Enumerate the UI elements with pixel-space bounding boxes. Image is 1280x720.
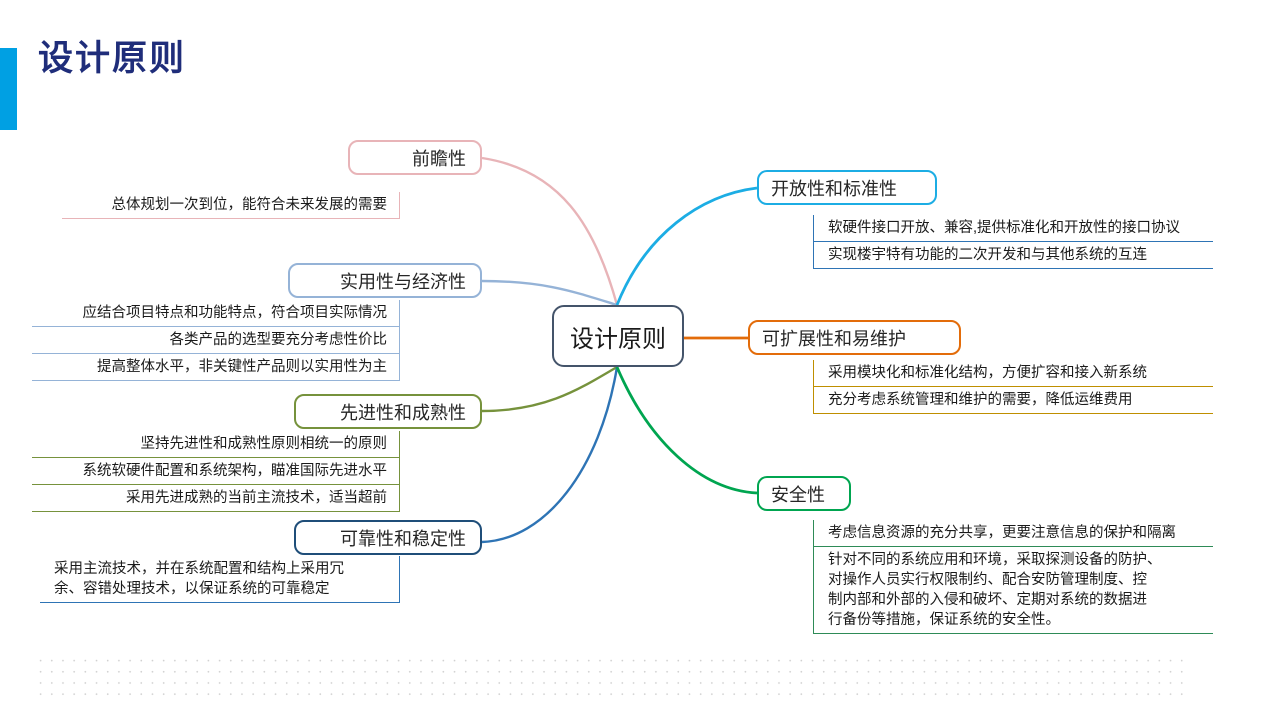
subitems-xianjinxing-he-chengshuxing: 坚持先进性和成熟性原则相统一的原则 系统软硬件配置和系统架构，瞄准国际先进水平 … [32, 431, 400, 512]
connector-xianjinxing [481, 365, 618, 413]
connector-qianzhanxing [481, 156, 619, 306]
topic-label: 可扩展性和易维护 [762, 328, 906, 349]
topic-qianzhanxing[interactable]: 前瞻性 [348, 140, 482, 175]
subitem[interactable]: 软硬件接口开放、兼容,提供标准化和开放性的接口协议 [814, 215, 1213, 242]
page-title: 设计原则 [38, 39, 187, 78]
title-accent-bar [0, 48, 17, 130]
central-node[interactable]: 设计原则 [552, 305, 684, 367]
topic-kekaoxing-he-wendingxing[interactable]: 可靠性和稳定性 [294, 520, 482, 555]
topic-label: 先进性和成熟性 [340, 402, 466, 423]
subitems-kaifangxing-he-biaozhunxing: 软硬件接口开放、兼容,提供标准化和开放性的接口协议 实现楼宇特有功能的二次开发和… [813, 215, 1213, 269]
topic-label: 安全性 [771, 484, 825, 505]
topic-anquanxing[interactable]: 安全性 [757, 476, 851, 511]
topic-kaifangxing-he-biaozhunxing[interactable]: 开放性和标准性 [757, 170, 937, 205]
subitem[interactable]: 考虑信息资源的充分共享，更要注意信息的保护和隔离 [814, 520, 1213, 547]
subitem[interactable]: 总体规划一次到位，能符合未来发展的需要 [62, 192, 399, 219]
connector-kekaoxing [481, 366, 619, 544]
subitems-qianzhanxing: 总体规划一次到位，能符合未来发展的需要 [62, 192, 400, 219]
connector-anquanxing [615, 366, 758, 495]
topic-shiyongxing-yu-jingjixing[interactable]: 实用性与经济性 [288, 263, 482, 298]
subitem[interactable]: 实现楼宇特有功能的二次开发和与其他系统的互连 [814, 242, 1213, 269]
topic-label: 实用性与经济性 [340, 271, 466, 292]
subitem[interactable]: 应结合项目特点和功能特点，符合项目实际情况 [32, 300, 399, 327]
topic-label: 前瞻性 [412, 148, 466, 169]
subitem[interactable]: 采用模块化和标准化结构，方便扩容和接入新系统 [814, 360, 1213, 387]
subitem[interactable]: 采用先进成熟的当前主流技术，适当超前 [32, 485, 399, 512]
subitems-kekaoxing-he-wendingxing: 采用主流技术，并在系统配置和结构上采用冗 余、容错处理技术，以保证系统的可靠稳定 [40, 556, 400, 603]
decorative-dot-grid [35, 655, 1185, 697]
subitem[interactable]: 针对不同的系统应用和环境，采取探测设备的防护、 对操作人员实行权限制约、配合安防… [814, 547, 1213, 634]
subitem[interactable]: 坚持先进性和成熟性原则相统一的原则 [32, 431, 399, 458]
connector-shiyongxing [481, 279, 618, 307]
subitems-kekuozhanxing-he-yiweihu: 采用模块化和标准化结构，方便扩容和接入新系统 充分考虑系统管理和维护的需要，降低… [813, 360, 1213, 414]
topic-label: 可靠性和稳定性 [340, 528, 466, 549]
topic-xianjinxing-he-chengshuxing[interactable]: 先进性和成熟性 [294, 394, 482, 429]
subitems-anquanxing: 考虑信息资源的充分共享，更要注意信息的保护和隔离 针对不同的系统应用和环境，采取… [813, 520, 1213, 634]
subitem[interactable]: 系统软硬件配置和系统架构，瞄准国际先进水平 [32, 458, 399, 485]
subitem[interactable]: 各类产品的选型要充分考虑性价比 [32, 327, 399, 354]
subitems-shiyongxing-yu-jingjixing: 应结合项目特点和功能特点，符合项目实际情况 各类产品的选型要充分考虑性价比 提高… [32, 300, 400, 381]
connector-kaifangxing [615, 186, 758, 306]
topic-kekuozhanxing-he-yiweihu[interactable]: 可扩展性和易维护 [748, 320, 961, 355]
topic-label: 开放性和标准性 [771, 178, 897, 199]
central-node-label: 设计原则 [570, 326, 666, 353]
subitem[interactable]: 提高整体水平，非关键性产品则以实用性为主 [32, 354, 399, 381]
subitem[interactable]: 充分考虑系统管理和维护的需要，降低运维费用 [814, 387, 1213, 414]
subitem[interactable]: 采用主流技术，并在系统配置和结构上采用冗 余、容错处理技术，以保证系统的可靠稳定 [40, 556, 399, 603]
